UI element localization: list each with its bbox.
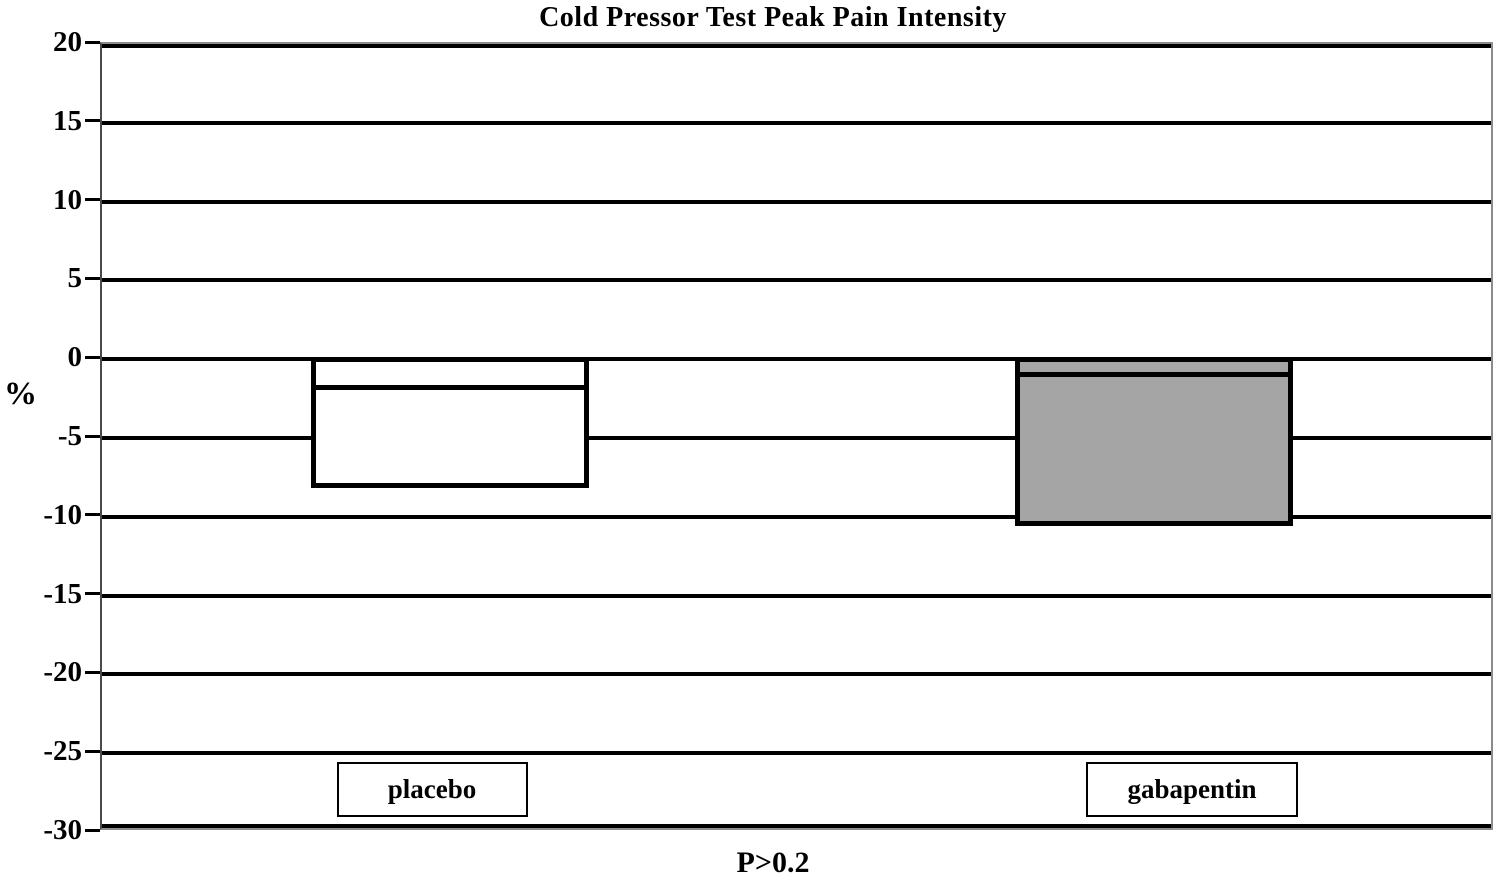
y-axis-label: % (4, 376, 37, 412)
gridline (102, 514, 1491, 519)
y-tick-mark (85, 40, 100, 44)
gridline (102, 672, 1491, 677)
chart-title: Cold Pressor Test Peak Pain Intensity (539, 2, 1007, 33)
plot-area (100, 42, 1493, 830)
gridline (102, 436, 1491, 440)
y-tick-mark (85, 828, 100, 832)
y-tick-label: -30 (43, 814, 82, 846)
category-label-gabapentin: gabapentin (1086, 762, 1298, 817)
y-tick-mark (85, 119, 100, 123)
y-tick-mark (85, 355, 100, 359)
y-tick-mark (85, 513, 100, 517)
placebo-bar (311, 356, 589, 488)
y-tick-mark (85, 592, 100, 596)
y-tick-mark (85, 198, 100, 202)
bar-inner-line (316, 385, 584, 391)
gridline (102, 593, 1491, 598)
bar-inner-line (1020, 372, 1288, 378)
y-tick-label: 10 (53, 183, 82, 216)
y-tick-label: 15 (53, 104, 82, 137)
gridline (102, 751, 1491, 756)
y-tick-mark (85, 276, 100, 280)
y-tick-mark (85, 749, 100, 753)
gridline (102, 120, 1491, 125)
y-tick-label: -25 (43, 735, 82, 768)
y-tick-mark (85, 670, 100, 674)
gridline (102, 199, 1491, 204)
y-tick-mark (85, 434, 100, 438)
gridline (102, 278, 1491, 283)
y-tick-label: -20 (43, 656, 82, 689)
y-tick-label: 0 (67, 341, 83, 374)
y-tick-label: 20 (53, 26, 82, 58)
gridline (102, 357, 1491, 362)
category-label-text: gabapentin (1127, 774, 1257, 804)
y-tick-label: -5 (57, 420, 82, 452)
category-label-text: placebo (387, 774, 477, 804)
gridline (102, 824, 1491, 828)
p-value-annotation: P>0.2 (736, 846, 810, 879)
y-tick-label: 5 (67, 262, 83, 295)
y-tick-label: -15 (43, 577, 82, 610)
gabapentin-bar (1015, 356, 1293, 526)
gridline (102, 44, 1491, 48)
y-tick-label: -10 (43, 498, 82, 531)
category-label-placebo: placebo (336, 762, 528, 817)
